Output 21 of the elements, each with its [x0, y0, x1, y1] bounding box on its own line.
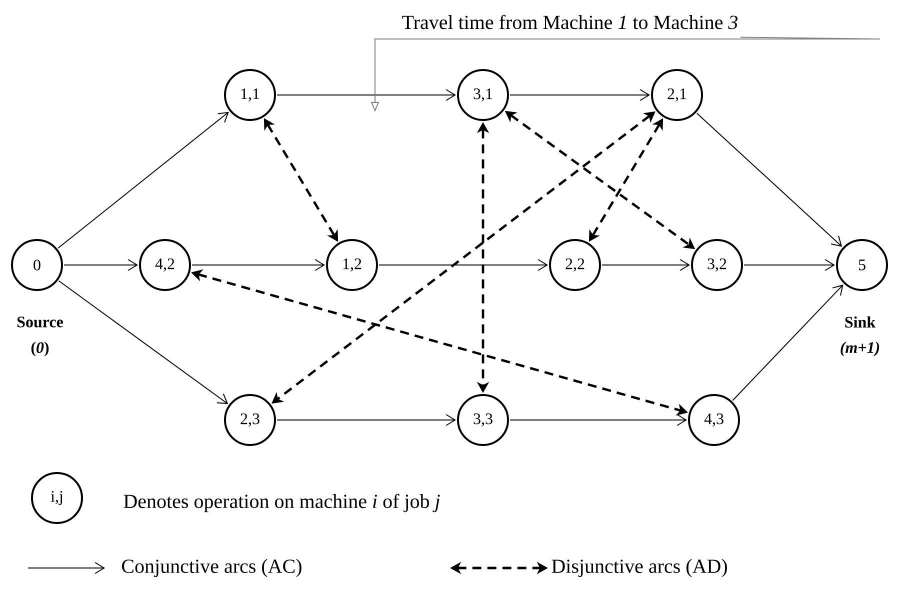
conjunctive-arrow [602, 259, 690, 271]
conjunctive-arrow [58, 112, 229, 249]
node-caption: Sink [845, 316, 876, 328]
conjunctive-arrow [732, 284, 844, 401]
legend-text: Disjunctive arcs (AD) [552, 558, 727, 578]
conjunctive-arrow [744, 259, 835, 271]
conjunctive-arrow [378, 259, 548, 271]
legend-text: Conjunctive arcs (AC) [122, 558, 302, 578]
node-caption: Source [17, 316, 63, 328]
conjunctive-arrow [696, 112, 842, 247]
conjunctive-arrow [510, 89, 650, 101]
node-caption: (0) [31, 342, 49, 356]
conjunctive-arrow [276, 89, 456, 101]
conjunctive-arrow [276, 414, 456, 426]
conjunctive-arrow [192, 259, 325, 271]
conjunctive-arrow [64, 259, 138, 271]
node-caption: (m+1) [840, 342, 880, 356]
conjunctive-arrow [58, 280, 228, 404]
legend-text: Denotes operation on machine i of job j [124, 494, 440, 512]
annotation-text: Travel time from Machine 1 to Machine 3 [402, 14, 738, 30]
conjunctive-arrow [510, 414, 687, 426]
